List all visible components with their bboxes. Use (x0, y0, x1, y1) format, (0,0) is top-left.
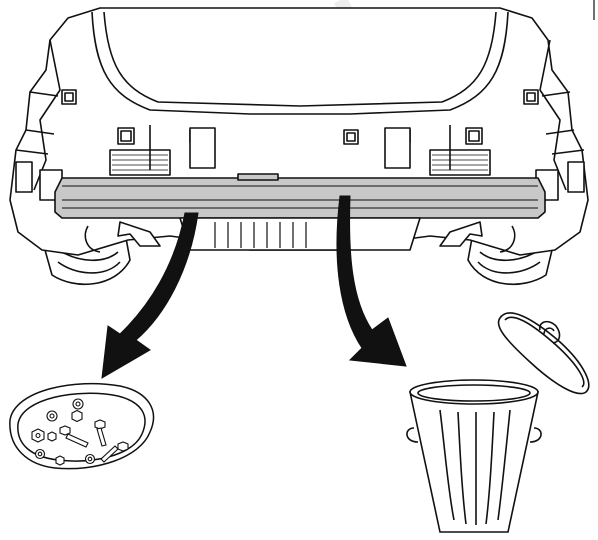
arrow-to-waste-bin (336, 195, 407, 367)
tailgate-opening (91, 11, 509, 115)
inner-brackets (39, 125, 559, 201)
tray-body-icon (9, 382, 155, 470)
rear-bumper-assembly (9, 7, 589, 286)
fastener-icons (31, 398, 129, 466)
arrow-to-parts-tray (101, 212, 199, 379)
bumper-reinforcement-bar (54, 173, 546, 219)
trash-can-lid-icon (497, 312, 590, 395)
parts-tray (9, 382, 155, 470)
waste-bin (406, 312, 590, 533)
trash-can-icon (406, 379, 542, 533)
